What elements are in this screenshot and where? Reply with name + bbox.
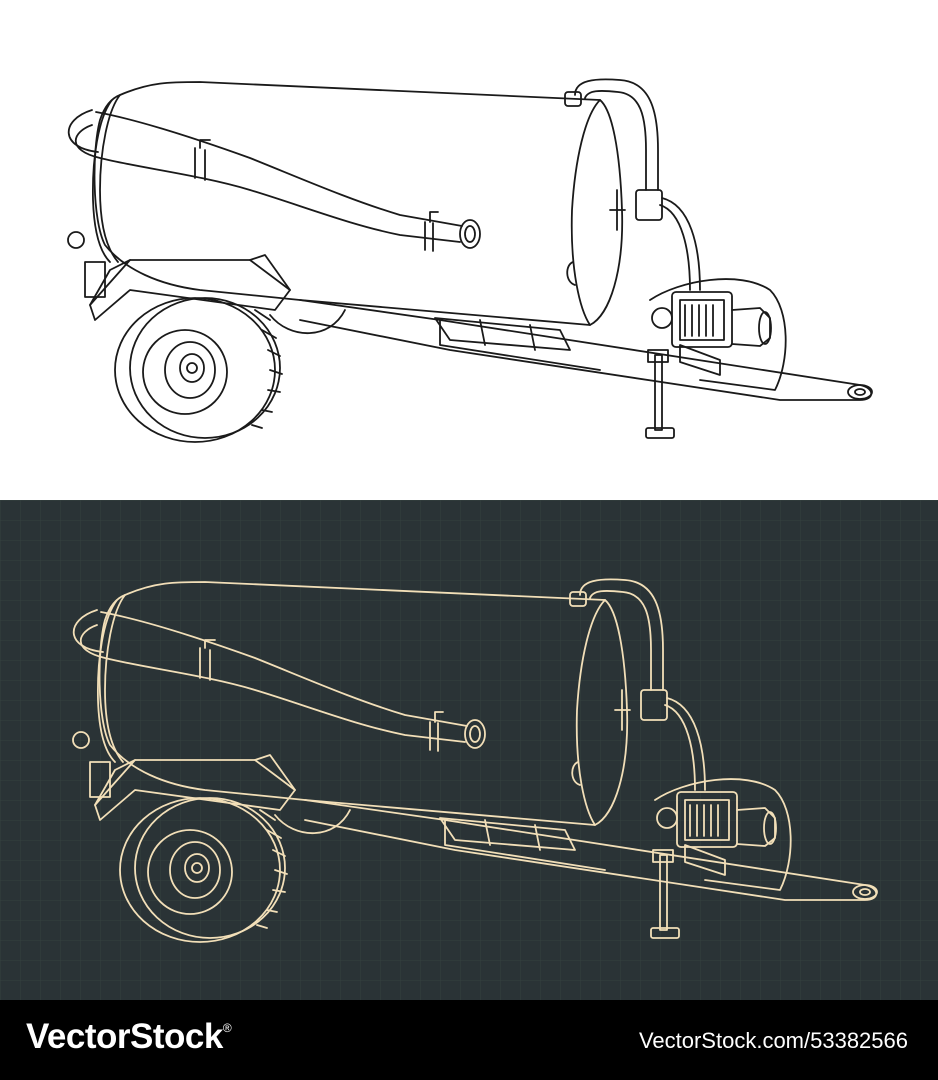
image-id-label: VectorStock.com/53382566 xyxy=(638,1028,908,1053)
trademark-symbol: ® xyxy=(222,1021,232,1035)
tanker-trailer-blueprint-drawing xyxy=(0,500,938,1000)
brand-logo: VectorStock® xyxy=(26,1017,232,1057)
line-drawing-panel xyxy=(0,0,938,500)
tanker-trailer-line-drawing xyxy=(67,78,873,443)
footer-bar: VectorStock® VectorStock.com/53382566 xyxy=(0,1000,938,1080)
blueprint-drawing-panel xyxy=(0,500,938,1000)
brand-name: VectorStock xyxy=(26,1017,223,1056)
